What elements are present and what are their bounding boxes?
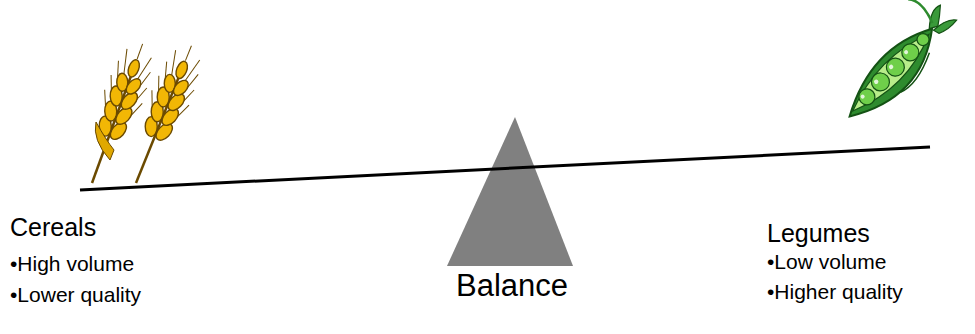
fulcrum-triangle bbox=[447, 117, 573, 266]
pea-pod-icon bbox=[817, 0, 968, 130]
label-text: •Lower quality bbox=[10, 283, 141, 306]
label-text: •High volume bbox=[10, 252, 134, 275]
bullet-item: •High volume bbox=[10, 252, 134, 276]
bullet-item: •Low volume bbox=[767, 250, 886, 274]
bullet-item: •Higher quality bbox=[767, 280, 903, 304]
label-text: Legumes bbox=[767, 219, 870, 247]
balance-beam bbox=[80, 147, 930, 190]
label-text: Balance bbox=[456, 268, 568, 303]
bullet-item: •Lower quality bbox=[10, 283, 141, 307]
label-text: Cereals bbox=[10, 213, 96, 241]
wheat-icon bbox=[73, 37, 210, 190]
label-text: •Higher quality bbox=[767, 280, 903, 303]
fulcrum-label: Balance bbox=[456, 268, 568, 304]
group-heading: Cereals bbox=[10, 213, 96, 242]
group-heading: Legumes bbox=[767, 219, 870, 248]
label-text: •Low volume bbox=[767, 250, 886, 273]
